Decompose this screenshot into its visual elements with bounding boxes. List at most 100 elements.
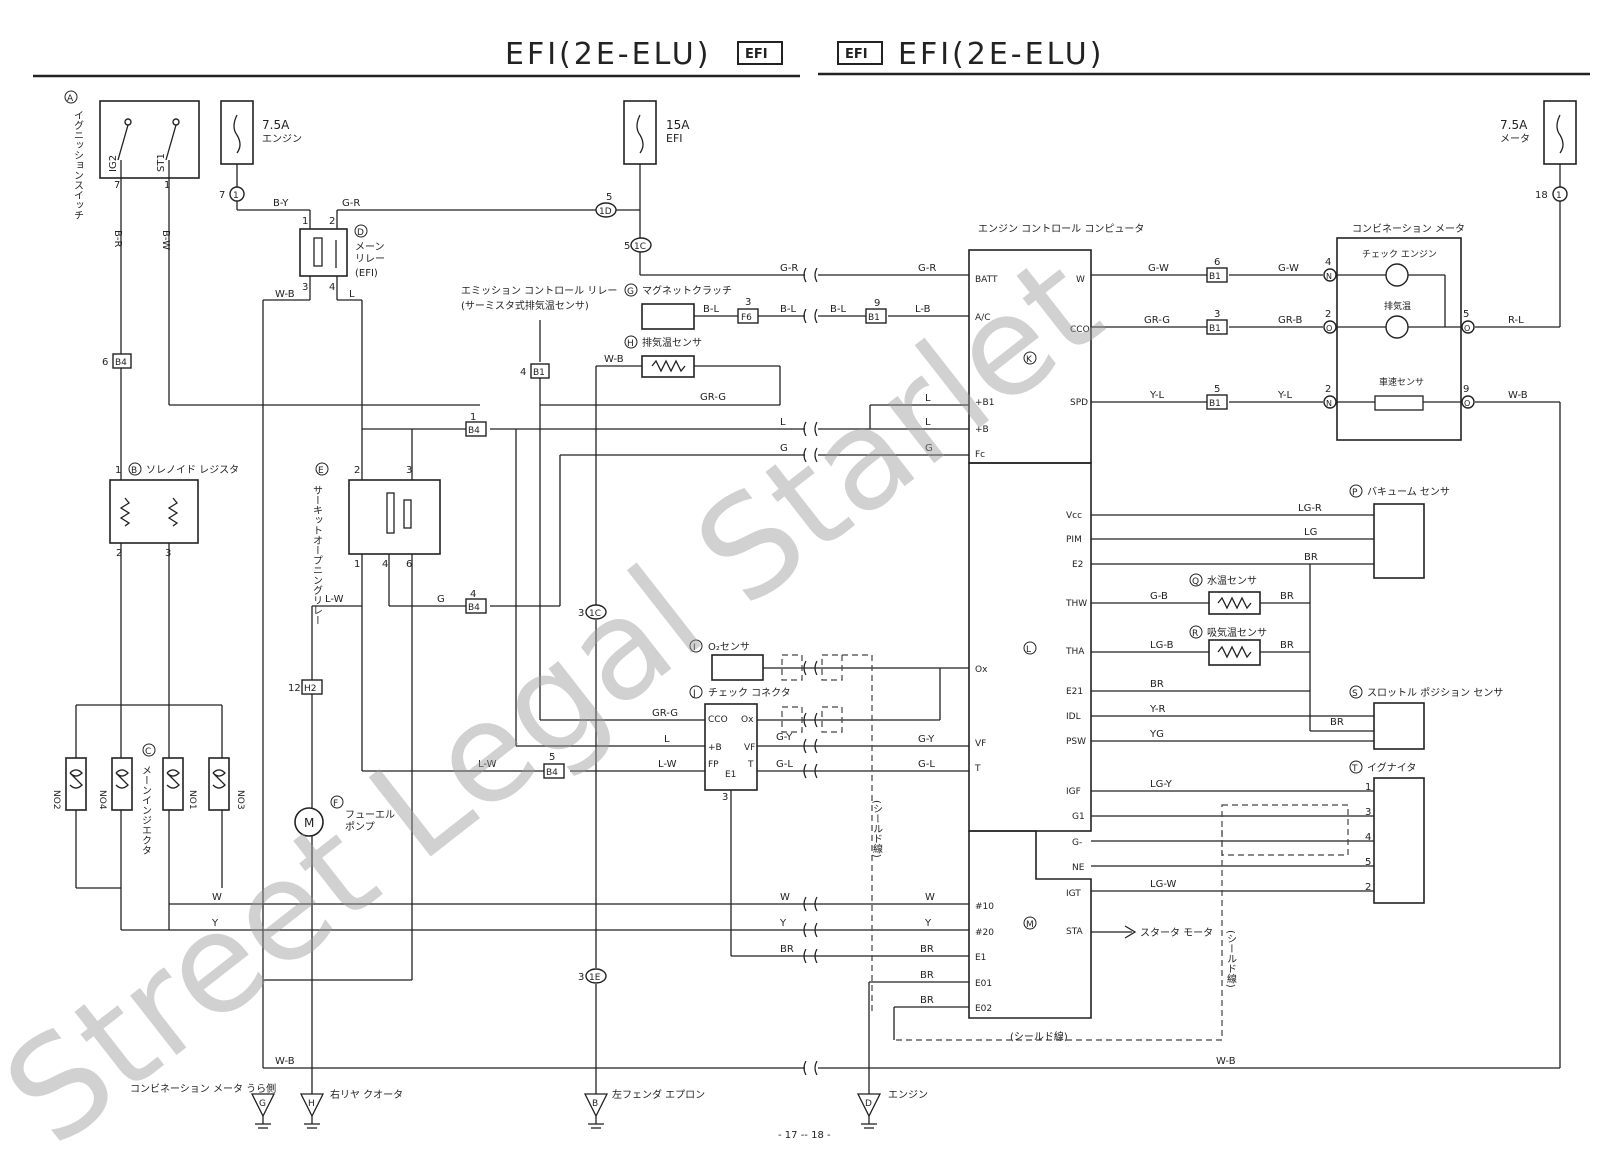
svg-text:チェック エンジン: チェック エンジン bbox=[1362, 249, 1437, 260]
svg-text:排気温: 排気温 bbox=[1384, 300, 1411, 312]
svg-text:M: M bbox=[1026, 920, 1034, 930]
svg-text:CCO: CCO bbox=[708, 715, 728, 725]
svg-text:ソレノイド レジスタ: ソレノイド レジスタ bbox=[146, 464, 239, 476]
svg-text:NE: NE bbox=[1072, 863, 1085, 873]
svg-text:W: W bbox=[780, 892, 790, 903]
svg-text:YG: YG bbox=[1149, 729, 1164, 740]
svg-text:2: 2 bbox=[116, 548, 122, 559]
svg-text:(シールド線): (シールド線) bbox=[1225, 930, 1237, 988]
connector-1c-top: 1C 5 bbox=[624, 237, 652, 253]
svg-text:W-B: W-B bbox=[604, 354, 624, 365]
svg-text:L-W: L-W bbox=[325, 594, 344, 605]
svg-text:IGT: IGT bbox=[1066, 889, 1081, 899]
svg-text:D: D bbox=[357, 228, 364, 238]
svg-text:6: 6 bbox=[1214, 257, 1220, 268]
svg-text:#10: #10 bbox=[975, 902, 994, 912]
svg-text:Q: Q bbox=[1192, 577, 1199, 587]
svg-text:G-R: G-R bbox=[780, 263, 798, 274]
svg-text:P: P bbox=[1352, 488, 1358, 498]
svg-text:G-Y: G-Y bbox=[776, 732, 793, 743]
svg-text:F: F bbox=[333, 799, 338, 809]
svg-text:3: 3 bbox=[578, 608, 584, 619]
main-relay: 1 2 3 4 D メーン リレー (EFI) bbox=[299, 216, 385, 293]
svg-text:メーン: メーン bbox=[355, 242, 385, 253]
svg-text:GR-B: GR-B bbox=[1278, 315, 1303, 326]
svg-text:Y: Y bbox=[924, 918, 932, 929]
svg-text:BR: BR bbox=[1280, 591, 1294, 602]
circuit-opening-relay: E サーキットオープニングリレー 2 3 1 4 6 bbox=[311, 462, 441, 625]
meter-terminals: N4 O2 N2 O5 O9 bbox=[1323, 257, 1475, 409]
svg-text:B4: B4 bbox=[468, 603, 480, 613]
svg-text:E01: E01 bbox=[975, 979, 992, 989]
svg-text:(シールド線): (シールド線) bbox=[1010, 1030, 1068, 1043]
svg-text:3: 3 bbox=[745, 297, 751, 308]
svg-text:Y-R: Y-R bbox=[1149, 704, 1166, 715]
svg-text:2: 2 bbox=[354, 465, 360, 476]
svg-text:#20: #20 bbox=[975, 928, 994, 938]
emission-relay-label: エミッション コントロール リレー (サーミスタ式排気温センサ) bbox=[461, 286, 617, 312]
svg-text:7.5A: 7.5A bbox=[1500, 118, 1528, 132]
svg-text:BR: BR bbox=[1304, 552, 1318, 563]
fuse-engine: 7.5A エンジン bbox=[220, 100, 302, 165]
svg-text:O₂センサ: O₂センサ bbox=[708, 641, 750, 653]
svg-text:5: 5 bbox=[549, 752, 555, 763]
solenoid-resistor: B ソレノイド レジスタ 1 2 3 bbox=[109, 462, 239, 559]
svg-text:Y-L: Y-L bbox=[1149, 390, 1165, 401]
efi-badge-right bbox=[837, 41, 883, 65]
svg-text:G-W: G-W bbox=[1278, 263, 1299, 274]
svg-text:2: 2 bbox=[1325, 384, 1331, 395]
connector-1d: 1D 5 bbox=[595, 192, 617, 218]
svg-text:LG-Y: LG-Y bbox=[1150, 779, 1173, 790]
svg-text:1: 1 bbox=[470, 412, 476, 423]
svg-text:G: G bbox=[780, 443, 788, 454]
fuse-efi: 15A EFI bbox=[623, 100, 690, 165]
svg-text:THA: THA bbox=[1065, 647, 1085, 657]
svg-text:LG-W: LG-W bbox=[1150, 879, 1177, 890]
svg-text:1: 1 bbox=[1365, 782, 1371, 793]
svg-text:GR-G: GR-G bbox=[652, 708, 678, 719]
svg-text:L: L bbox=[664, 734, 670, 745]
svg-text:G-W: G-W bbox=[1148, 263, 1169, 274]
svg-text:G-R: G-R bbox=[918, 263, 936, 274]
svg-text:E2: E2 bbox=[1072, 560, 1083, 570]
page-numbers: - 17 -- 18 - bbox=[778, 1130, 831, 1141]
svg-text:O: O bbox=[1464, 399, 1470, 408]
svg-text:NO1: NO1 bbox=[187, 790, 197, 810]
svg-text:4: 4 bbox=[1365, 832, 1371, 843]
svg-text:3: 3 bbox=[578, 972, 584, 983]
svg-text:A/C: A/C bbox=[975, 313, 990, 323]
combination-meter: コンビネーション メータ チェック エンジン 排気温 車速センサ bbox=[1336, 223, 1465, 441]
svg-text:Ox: Ox bbox=[741, 715, 754, 725]
fuse-meter: 7.5A メータ bbox=[1500, 100, 1577, 165]
svg-text:3: 3 bbox=[406, 465, 412, 476]
svg-text:スロットル ポジション センサ: スロットル ポジション センサ bbox=[1367, 687, 1503, 699]
svg-text:G-B: G-B bbox=[1150, 591, 1168, 602]
svg-text:G-L: G-L bbox=[776, 759, 793, 770]
svg-text:車速センサ: 車速センサ bbox=[1379, 376, 1424, 388]
svg-text:(シールド線): (シールド線) bbox=[871, 800, 883, 858]
svg-text:Vcc: Vcc bbox=[1066, 511, 1082, 521]
svg-text:右リヤ クオータ: 右リヤ クオータ bbox=[330, 1088, 403, 1101]
svg-text:18: 18 bbox=[1535, 190, 1548, 201]
svg-text:1: 1 bbox=[115, 465, 121, 476]
svg-text:エンジン コントロール コンピュータ: エンジン コントロール コンピュータ bbox=[978, 223, 1144, 235]
svg-text:STA: STA bbox=[1066, 927, 1084, 937]
svg-text:G1: G1 bbox=[1072, 812, 1085, 822]
svg-text:4: 4 bbox=[382, 559, 388, 570]
svg-text:ST1: ST1 bbox=[156, 153, 167, 172]
svg-text:水温センサ: 水温センサ bbox=[1207, 575, 1257, 587]
svg-text:1C: 1C bbox=[634, 242, 646, 252]
igniter: T イグナイタ 1 3 4 5 2 bbox=[1349, 760, 1425, 904]
svg-text:9: 9 bbox=[874, 298, 880, 309]
svg-text:メーンインジエクタ: メーンインジエクタ bbox=[140, 765, 152, 855]
svg-text:Ox: Ox bbox=[975, 665, 988, 675]
svg-text:B-R: B-R bbox=[112, 230, 123, 247]
svg-text:4: 4 bbox=[520, 367, 526, 378]
svg-text:T: T bbox=[747, 760, 754, 770]
svg-text:4: 4 bbox=[1325, 257, 1331, 268]
svg-text:チェック コネクタ: チェック コネクタ bbox=[708, 687, 791, 699]
svg-text:1: 1 bbox=[302, 216, 308, 227]
svg-text:E1: E1 bbox=[725, 770, 736, 780]
svg-text:IDL: IDL bbox=[1066, 712, 1081, 722]
